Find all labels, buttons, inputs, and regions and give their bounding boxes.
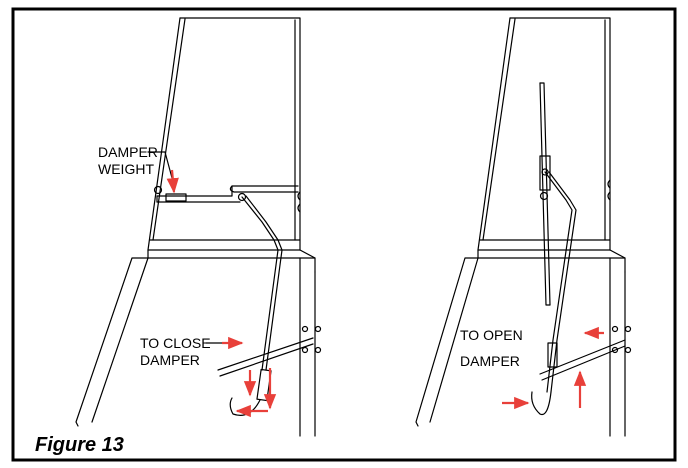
left-damper-assembly (75, 17, 322, 437)
to-close-label-line2: DAMPER (140, 352, 200, 368)
right-damper-assembly (415, 17, 632, 437)
damper-weight-leader (147, 151, 173, 179)
damper-weight-label-line2: WEIGHT (98, 161, 154, 177)
to-close-label-line1: TO CLOSE (140, 335, 211, 351)
to-open-label-line2: DAMPER (460, 353, 520, 369)
damper-weight-label-line1: DAMPER (98, 144, 158, 160)
figure-caption: Figure 13 (35, 434, 124, 456)
figure-border (11, 7, 677, 462)
damper-weight-arrow (166, 169, 179, 194)
to-open-label-line1: TO OPEN (460, 327, 523, 343)
